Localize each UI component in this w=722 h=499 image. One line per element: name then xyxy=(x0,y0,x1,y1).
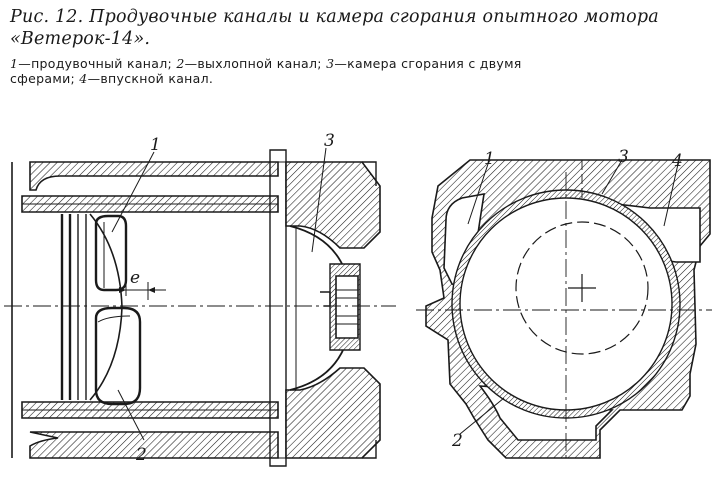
leader-left-3 xyxy=(311,147,327,253)
right-leaders xyxy=(459,159,679,435)
head-gasket-plate xyxy=(269,149,287,467)
cylinder-bottom-wall xyxy=(29,431,279,459)
spark-plug-body xyxy=(335,275,359,339)
spark-plug-electrode xyxy=(320,291,331,307)
leader-right-3 xyxy=(601,159,623,195)
leader-left-2 xyxy=(117,389,145,441)
exhaust-port-inner xyxy=(97,315,131,323)
dim-e-arrow-right xyxy=(148,287,155,293)
label-left-3: 3 xyxy=(324,131,335,151)
legend-text-3b: сферами; xyxy=(10,71,80,86)
legend-text-2: —выхлопной канал; xyxy=(184,56,327,71)
caption-title-line1: Рис. 12. Продувочные каналы и камера сго… xyxy=(10,7,659,27)
head-fin-bottom xyxy=(362,440,377,459)
dim-e-arrow-left xyxy=(119,287,126,293)
leader-right-2 xyxy=(459,397,505,435)
legend-num-4: 4 xyxy=(79,71,88,86)
legend-text-3: —камера сгорания с двумя xyxy=(334,56,522,71)
left-leaders xyxy=(111,147,327,441)
caption-legend: 1—продувочный канал; 2—выхлопной канал; … xyxy=(10,56,714,86)
cylinder-head-top xyxy=(285,161,381,249)
cylinder-head-bottom xyxy=(285,367,381,459)
exhaust-port-window xyxy=(94,306,142,406)
label-right-3: 3 xyxy=(618,147,629,167)
leader-left-1 xyxy=(111,151,155,233)
leader-right-1 xyxy=(467,163,489,225)
legend-num-1: 1 xyxy=(10,56,19,71)
chamber-dashed-circle xyxy=(515,221,649,355)
caption-title-line2: «Ветерок-14». xyxy=(10,29,151,49)
label-right-4: 4 xyxy=(671,151,683,171)
label-right-1: 1 xyxy=(484,149,495,169)
legend-text-1: —продувочный канал; xyxy=(18,56,177,71)
caption-title: Рис. 12. Продувочные каналы и камера сго… xyxy=(10,6,714,50)
legend-num-3: 3 xyxy=(326,56,335,71)
legend-text-4: —впускной канал. xyxy=(87,71,214,86)
head-fin-top xyxy=(362,161,377,186)
figure-caption: Рис. 12. Продувочные каналы и камера сго… xyxy=(10,6,714,86)
leader-right-4 xyxy=(663,163,679,227)
label-right-2: 2 xyxy=(451,431,463,451)
cylinder-top-wall xyxy=(29,161,279,191)
label-left-1: 1 xyxy=(150,135,161,155)
legend-num-2: 2 xyxy=(176,56,185,71)
cross-section xyxy=(416,159,712,460)
longitudinal-section xyxy=(4,149,396,467)
transfer-port-window xyxy=(94,214,128,292)
label-dim-e: e xyxy=(130,268,140,288)
label-left-2: 2 xyxy=(135,445,147,465)
